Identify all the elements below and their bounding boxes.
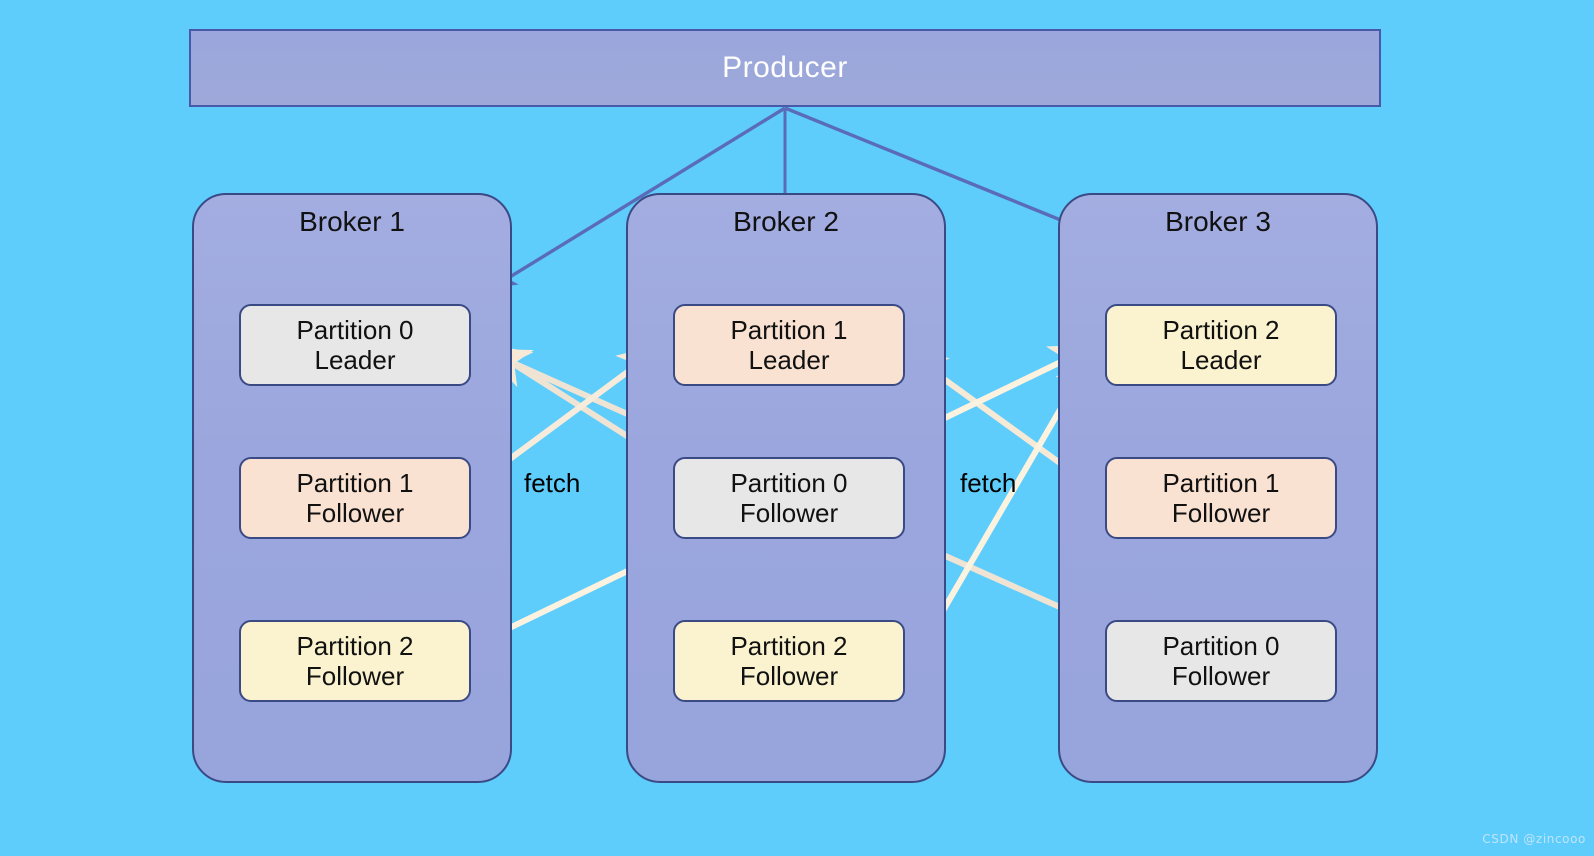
producer-box[interactable]: Producer bbox=[189, 29, 1381, 107]
partition-role: Follower bbox=[1171, 498, 1271, 528]
partition-chip-b1-1[interactable]: Partition 1 Follower bbox=[239, 457, 471, 539]
partition-role: Follower bbox=[305, 498, 405, 528]
fetch-label-right: fetch bbox=[960, 468, 1017, 498]
partition-role: Leader bbox=[748, 345, 830, 375]
partition-chip-b3-0[interactable]: Partition 2 Leader bbox=[1105, 304, 1337, 386]
partition-role: Follower bbox=[739, 498, 839, 528]
partition-name: Partition 1 bbox=[296, 467, 414, 498]
fetch-label-left: fetch bbox=[524, 468, 581, 498]
broker-container-2[interactable]: Broker 2 Partition 1 Leader Partition 0 … bbox=[626, 193, 946, 783]
broker-title-2: Broker 2 bbox=[733, 206, 839, 237]
producer-label: Producer bbox=[722, 51, 848, 84]
broker-container-1[interactable]: Broker 1 Partition 0 Leader Partition 1 … bbox=[192, 193, 512, 783]
partition-role: Follower bbox=[739, 661, 839, 691]
partition-name: Partition 2 bbox=[730, 630, 848, 661]
partition-name: Partition 0 bbox=[1162, 630, 1280, 661]
partition-chip-b3-2[interactable]: Partition 0 Follower bbox=[1105, 620, 1337, 702]
partition-role: Follower bbox=[305, 661, 405, 691]
partition-role: Follower bbox=[1171, 661, 1271, 691]
watermark: CSDN @zincooo bbox=[1482, 832, 1586, 846]
partition-name: Partition 0 bbox=[730, 467, 848, 498]
broker-title-3: Broker 3 bbox=[1165, 206, 1271, 237]
partition-chip-b1-0[interactable]: Partition 0 Leader bbox=[239, 304, 471, 386]
partition-role: Leader bbox=[1180, 345, 1262, 375]
partition-chip-b3-1[interactable]: Partition 1 Follower bbox=[1105, 457, 1337, 539]
broker-container-3[interactable]: Broker 3 Partition 2 Leader Partition 1 … bbox=[1058, 193, 1378, 783]
partition-role: Leader bbox=[314, 345, 396, 375]
broker-title-1: Broker 1 bbox=[299, 206, 405, 237]
partition-chip-b2-1[interactable]: Partition 0 Follower bbox=[673, 457, 905, 539]
partition-chip-b2-0[interactable]: Partition 1 Leader bbox=[673, 304, 905, 386]
partition-name: Partition 2 bbox=[1162, 314, 1280, 345]
partition-chip-b1-2[interactable]: Partition 2 Follower bbox=[239, 620, 471, 702]
partition-name: Partition 1 bbox=[1162, 467, 1280, 498]
partition-name: Partition 1 bbox=[730, 314, 848, 345]
partition-name: Partition 2 bbox=[296, 630, 414, 661]
partition-name: Partition 0 bbox=[296, 314, 414, 345]
partition-chip-b2-2[interactable]: Partition 2 Follower bbox=[673, 620, 905, 702]
